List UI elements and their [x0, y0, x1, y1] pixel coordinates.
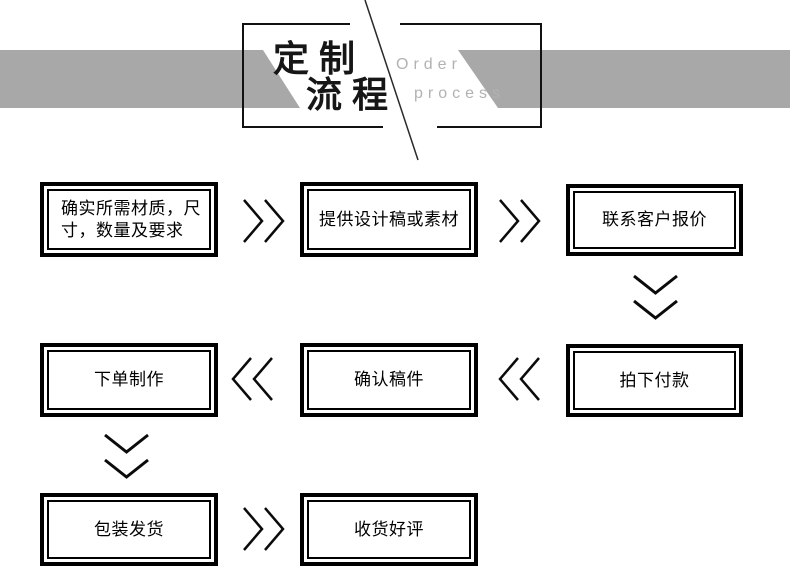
header-subtitle-line1: Order [396, 56, 462, 73]
flow-box-payment: 拍下付款 [566, 344, 743, 417]
double-chevron-down-icon [632, 273, 679, 323]
flow-box-label: 提供设计稿或素材 [319, 209, 459, 229]
flow-box-confirm-draft: 确认稿件 [300, 343, 478, 417]
flow-box-label: 拍下付款 [619, 370, 690, 390]
flow-box-label: 收货好评 [354, 519, 424, 539]
diagonal-slash-line [364, 0, 419, 161]
flow-box-label: 确实所需材质，尺 [61, 198, 201, 218]
flow-box-packing-shipping: 包装发货 [40, 493, 218, 566]
header-subtitle-line2: process [414, 85, 506, 102]
double-chevron-right-icon [241, 198, 285, 244]
header-title-line1: 定制 [273, 38, 366, 79]
flow-box-provide-design: 提供设计稿或素材 [300, 182, 478, 257]
header-frame-gap-bottom [383, 124, 437, 131]
header-title-line2: 流程 [306, 74, 399, 115]
double-chevron-right-icon [241, 506, 285, 552]
flow-box-label: 确认稿件 [354, 370, 424, 389]
flow-box-contact-quote: 联系客户报价 [566, 184, 743, 256]
double-chevron-left-icon [497, 356, 541, 402]
double-chevron-right-icon [497, 198, 541, 244]
flow-box-label: 联系客户报价 [602, 210, 707, 229]
gray-band-left [0, 50, 300, 108]
flow-box-label: 包装发货 [94, 519, 164, 539]
header-frame-gap-top [350, 21, 400, 28]
flow-box-label: 下单制作 [94, 370, 164, 389]
flow-box-confirm-requirements: 确实所需材质，尺 寸，数量及要求 [40, 182, 218, 257]
double-chevron-left-icon [230, 356, 274, 402]
double-chevron-down-icon [103, 432, 150, 482]
flow-box-place-order: 下单制作 [40, 343, 218, 417]
flow-box-receive-review: 收货好评 [300, 493, 478, 566]
gray-band-right [458, 50, 790, 108]
flow-box-label: 寸，数量及要求 [61, 220, 184, 240]
